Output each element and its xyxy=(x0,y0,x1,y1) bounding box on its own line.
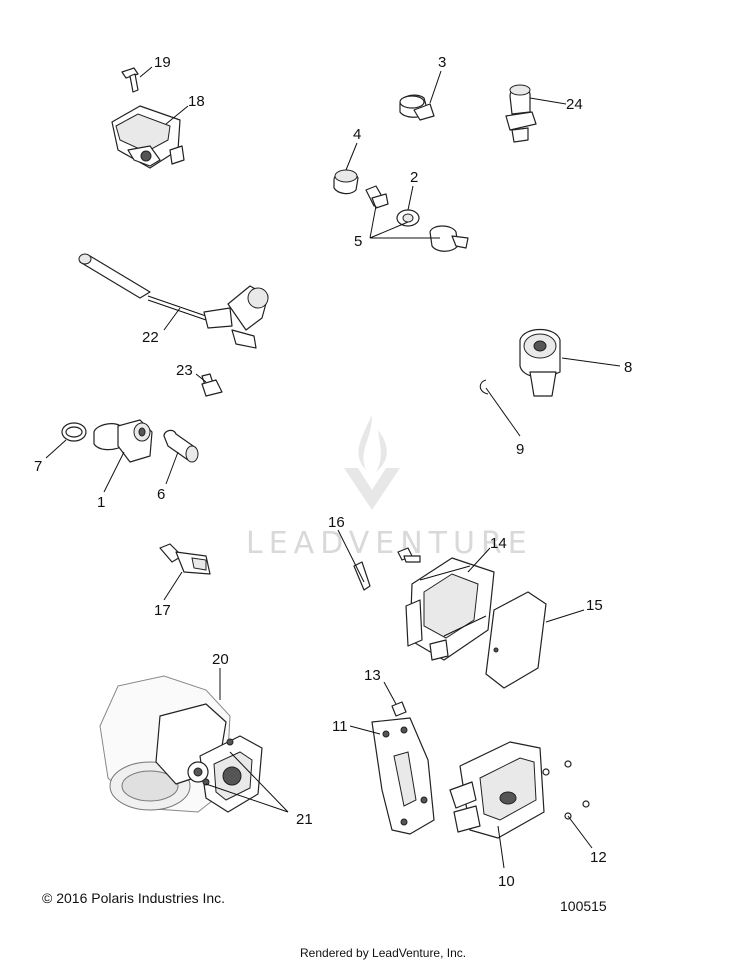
part-15-pad xyxy=(485,591,547,689)
callout-9: 9 xyxy=(516,441,524,458)
part-5-sensor xyxy=(429,225,469,252)
callout-5: 5 xyxy=(354,233,362,250)
callout-6: 6 xyxy=(157,486,165,503)
part-17-temp-sensor xyxy=(159,543,211,575)
part-3-plug xyxy=(399,94,435,121)
part-5-clip xyxy=(365,185,389,209)
part-6-sleeve xyxy=(163,429,199,463)
part-12-screws xyxy=(542,760,590,820)
callout-16: 16 xyxy=(328,514,345,531)
part-4-cap xyxy=(333,169,359,195)
copyright-text: © 2016 Polaris Industries Inc. xyxy=(42,890,226,906)
callout-14: 14 xyxy=(490,535,507,552)
callout-13: 13 xyxy=(364,667,381,684)
callout-21: 21 xyxy=(296,811,313,828)
part-14-housing xyxy=(405,557,495,661)
part-9-clip-ring xyxy=(479,379,489,395)
part-19-bolt xyxy=(121,67,139,93)
part-10-ecu xyxy=(449,741,545,839)
part-23-bolt xyxy=(201,373,223,397)
callout-12: 12 xyxy=(590,849,607,866)
callout-17: 17 xyxy=(154,602,171,619)
diagram-number: 100515 xyxy=(560,898,607,914)
watermark-text: LEADVENTURE xyxy=(246,526,533,561)
part-1-cam-sensor xyxy=(93,419,153,463)
leader-lines xyxy=(45,66,621,869)
callout-15: 15 xyxy=(586,597,603,614)
part-13-bolt xyxy=(391,701,407,717)
part-18-sensor xyxy=(111,105,185,169)
callout-4: 4 xyxy=(353,126,361,143)
part-8-knock-sensor xyxy=(519,328,561,397)
callout-7: 7 xyxy=(34,458,42,475)
callout-18: 18 xyxy=(188,93,205,110)
part-24-pressure-sensor xyxy=(505,84,537,143)
callout-labels: 19 18 3 24 4 2 5 22 8 23 9 7 1 6 16 14 1… xyxy=(34,54,632,890)
part-22-crank-sensor xyxy=(78,253,269,349)
watermark-logo xyxy=(344,415,400,510)
part-20-throttle-body xyxy=(99,675,263,813)
rendered-by-text: Rendered by LeadVenture, Inc. xyxy=(300,946,467,960)
callout-10: 10 xyxy=(498,873,515,890)
callout-23: 23 xyxy=(176,362,193,379)
callout-8: 8 xyxy=(624,359,632,376)
callout-22: 22 xyxy=(142,329,159,346)
part-11-bracket xyxy=(371,717,435,835)
callout-24: 24 xyxy=(566,96,583,113)
callout-19: 19 xyxy=(154,54,171,71)
part-7-oring xyxy=(61,422,87,442)
callout-1: 1 xyxy=(97,494,105,511)
callout-20: 20 xyxy=(212,651,229,668)
callout-2: 2 xyxy=(410,169,418,186)
callout-3: 3 xyxy=(438,54,446,71)
callout-11: 11 xyxy=(332,718,348,735)
part-2-washer xyxy=(396,209,420,227)
